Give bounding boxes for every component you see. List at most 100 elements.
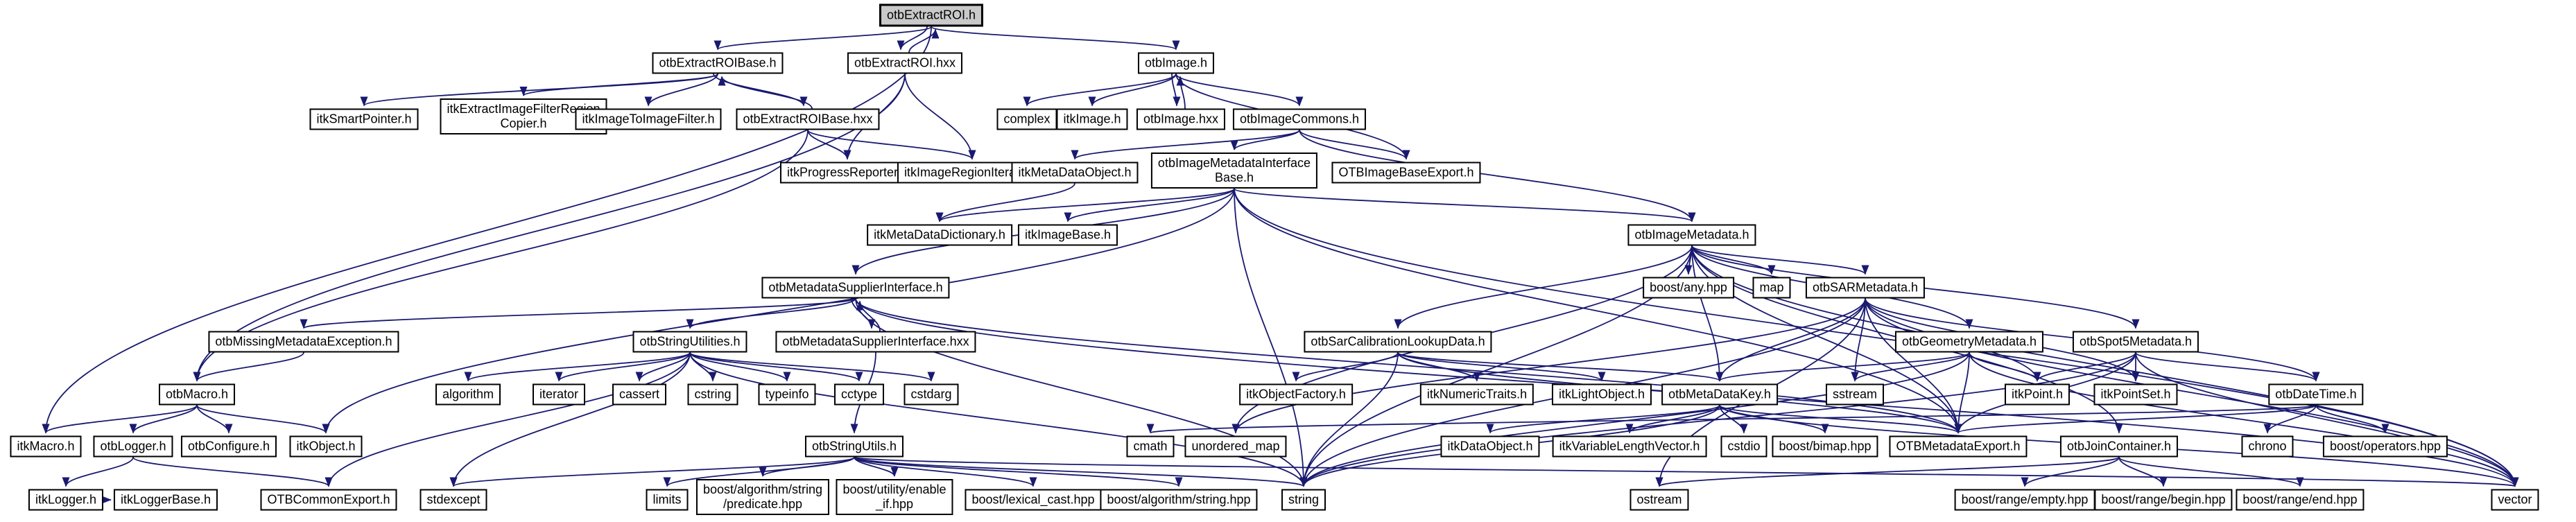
graph-node-itk-logger-h[interactable]: itkLogger.h: [28, 489, 104, 511]
include-edge-otb-spot5-metadata-h--vector: [2135, 352, 2519, 487]
graph-node-otb-spot5-metadata-h[interactable]: otbSpot5Metadata.h: [2072, 331, 2199, 353]
include-edge-otb-sar-calibration-lookup-data-h--itk-object-factory-h: [1292, 352, 1399, 382]
graph-node-otb-extract-roi-base-h[interactable]: otbExtractROIBase.h: [652, 52, 784, 74]
include-edge-otb-macro-h--otb-logger-h: [129, 405, 198, 434]
graph-node-otb-image-metadata-h[interactable]: otbImageMetadata.h: [1627, 224, 1756, 246]
graph-node-otb-date-time-h[interactable]: otbDateTime.h: [2268, 383, 2364, 406]
include-edge-otb-extract-roi-h--otb-image-h: [931, 26, 1180, 51]
graph-node-otb-image-commons-h[interactable]: otbImageCommons.h: [1232, 108, 1367, 130]
graph-node-itk-numeric-traits-h[interactable]: itkNumericTraits.h: [1419, 383, 1535, 406]
graph-node-boost-utility-enable-if-hpp: boost/utility/enable _if.hpp: [836, 479, 953, 515]
graph-node-itk-image-base-h[interactable]: itkImageBase.h: [1017, 224, 1118, 246]
graph-node-iterator: iterator: [532, 383, 586, 406]
graph-node-otb-image-metadata-interface-base-h[interactable]: otbImageMetadataInterface Base.h: [1150, 153, 1318, 189]
graph-node-itk-point-set-h[interactable]: itkPointSet.h: [2093, 383, 2178, 406]
include-edge-otb-string-utils-h--boost-algorithm-string-hpp: [854, 456, 1183, 487]
graph-node-boost-algorithm-string-hpp: boost/algorithm/string.hpp: [1100, 489, 1258, 511]
graph-node-boost-range-end-hpp: boost/range/end.hpp: [2236, 489, 2365, 511]
graph-node-otb-image-h[interactable]: otbImage.h: [1137, 52, 1215, 74]
graph-node-otb-extract-roi-h[interactable]: otbExtractROI.h: [879, 3, 984, 27]
include-edge-itk-meta-data-object-h--itk-meta-data-dictionary-h: [935, 183, 1075, 223]
include-edge-otb-geometry-metadata-h--vector: [1969, 352, 2519, 487]
include-edge-otb-string-utilities-h--stdexcept: [449, 352, 691, 487]
include-edge-otb-image-metadata-h--map: [1691, 245, 1776, 275]
graph-node-itk-macro-h[interactable]: itkMacro.h: [10, 435, 82, 458]
graph-node-otb-macro-h[interactable]: otbMacro.h: [158, 383, 236, 406]
graph-node-ostream: ostream: [1630, 489, 1689, 511]
graph-node-otb-sar-calibration-lookup-data-h[interactable]: otbSarCalibrationLookupData.h: [1304, 331, 1492, 353]
include-edge-otb-image-metadata-h--otb-sar-calibration-lookup-data-h: [1394, 245, 1693, 329]
include-edge-otb-date-time-h--chrono: [2263, 405, 2317, 434]
graph-node-otb-missing-metadata-exception-h[interactable]: otbMissingMetadataException.h: [208, 331, 399, 353]
graph-node-itk-variable-length-vector-h[interactable]: itkVariableLengthVector.h: [1552, 435, 1707, 458]
graph-node-itk-image-to-image-filter-h[interactable]: itkImageToImageFilter.h: [575, 108, 722, 130]
graph-node-itk-point-h[interactable]: itkPoint.h: [2004, 383, 2071, 406]
graph-node-itk-light-object-h[interactable]: itkLightObject.h: [1551, 383, 1652, 406]
include-edge-otb-string-utils-h--vector: [854, 456, 2518, 487]
graph-node-itk-meta-data-object-h[interactable]: itkMetaDataObject.h: [1011, 162, 1139, 184]
graph-node-otb-configure-h[interactable]: otbConfigure.h: [180, 435, 277, 458]
include-edge-otb-extract-roi-h--otb-extract-roi-base-h: [714, 26, 932, 51]
graph-node-otb-image-hxx[interactable]: otbImage.hxx: [1136, 108, 1226, 130]
graph-node-otb-common-export-h[interactable]: OTBCommonExport.h: [260, 489, 397, 511]
graph-node-boost-bimap-hpp: boost/bimap.hpp: [1772, 435, 1878, 458]
graph-node-itk-smart-pointer-h[interactable]: itkSmartPointer.h: [309, 108, 419, 130]
include-edge-otb-date-time-h--otb-metadata-export-h: [1954, 404, 2317, 434]
include-edge-otb-spot5-metadata-h--otb-date-time-h: [2135, 351, 2320, 382]
graph-node-sstream: sstream: [1825, 383, 1885, 406]
include-edge-otb-image-metadata-interface-base-h--string: [1234, 188, 1308, 487]
graph-node-cstdio: cstdio: [1720, 435, 1767, 458]
include-edge-otb-string-utils-h--string: [854, 456, 1307, 487]
graph-node-otb-logger-h[interactable]: otbLogger.h: [93, 435, 173, 458]
graph-node-otb-extract-roi-hxx[interactable]: otbExtractROI.hxx: [847, 52, 963, 74]
include-edge-otb-geometry-metadata-h--string: [1299, 352, 1970, 487]
graph-node-itk-meta-data-dictionary-h[interactable]: itkMetaDataDictionary.h: [867, 224, 1012, 246]
graph-node-itk-object-h[interactable]: itkObject.h: [289, 435, 363, 458]
graph-node-otb-geometry-metadata-h[interactable]: otbGeometryMetadata.h: [1894, 331, 2044, 353]
include-edge-otb-string-utils-h--boost-lexical-cast-hpp: [854, 456, 1037, 487]
include-edge-otb-image-metadata-interface-base-h--otb-metadata-export-h: [1234, 188, 1962, 434]
include-edge-otb-image-metadata-interface-base-h--otb-image-metadata-h: [1234, 188, 1696, 223]
graph-node-itk-object-factory-h[interactable]: itkObjectFactory.h: [1239, 383, 1353, 406]
graph-node-otb-metadata-supplier-interface-h[interactable]: otbMetadataSupplierInterface.h: [761, 277, 950, 299]
graph-node-otb-sar-metadata-h[interactable]: otbSARMetadata.h: [1805, 277, 1926, 299]
graph-node-otb-string-utils-h[interactable]: otbStringUtils.h: [804, 435, 904, 458]
include-edge-otb-sar-metadata-h--otb-metadata-export-h: [1865, 298, 1962, 434]
include-edge-otb-string-utilities-h--algorithm: [464, 351, 691, 382]
include-edge-otb-string-utilities-h--iterator: [555, 351, 691, 382]
include-edge-otb-date-time-h--cmath: [1147, 404, 2317, 434]
include-edge-otb-string-utilities-h--cassert: [635, 352, 691, 382]
include-edge-otb-geometry-metadata-h--sstream: [1851, 352, 1970, 382]
include-edge-otb-extract-roi-hxx--otb-extract-roi-h: [908, 28, 940, 53]
graph-node-otb-string-utilities-h[interactable]: otbStringUtilities.h: [632, 331, 747, 353]
graph-node-itk-data-object-h[interactable]: itkDataObject.h: [1440, 435, 1540, 458]
graph-node-otb-metadata-supplier-interface-hxx[interactable]: otbMetadataSupplierInterface.hxx: [775, 331, 976, 353]
include-edge-otb-extract-roi-base-h--otb-extract-roi-base-hxx: [713, 73, 808, 107]
include-edge-otb-sar-metadata-h--sstream: [1851, 298, 1866, 382]
graph-node-itk-image-h[interactable]: itkImage.h: [1056, 108, 1128, 130]
graph-node-otb-meta-data-key-h[interactable]: otbMetaDataKey.h: [1661, 383, 1778, 406]
include-edge-otb-sar-calibration-lookup-data-h--string: [1299, 352, 1399, 487]
graph-node-itk-logger-base-h[interactable]: itkLoggerBase.h: [113, 489, 218, 511]
graph-node-stdexcept: stdexcept: [420, 489, 487, 511]
graph-node-boost-operators-hpp: boost/operators.hpp: [2322, 435, 2448, 458]
graph-node-otb-metadata-export-h[interactable]: OTBMetadataExport.h: [1889, 435, 2028, 458]
graph-node-itk-progress-reporter-h[interactable]: itkProgressReporter.h: [779, 162, 915, 184]
include-edge-otb-sar-metadata-h--unordered-map: [1231, 298, 1866, 434]
include-edge-otb-extract-roi-base-hxx--itk-image-region-iterator-h: [807, 129, 976, 160]
include-edge-otb-string-utilities-h--cstdarg: [689, 351, 935, 382]
include-edge-otb-extract-roi-base-h--itk-extract-image-filter-region-copier-h: [519, 73, 718, 96]
graph-node-cassert: cassert: [612, 383, 667, 406]
graph-node-otb-extract-roi-base-hxx[interactable]: otbExtractROIBase.hxx: [736, 108, 880, 130]
include-edge-otb-image-metadata-h--otb-sar-metadata-h: [1691, 245, 1869, 275]
include-edge-otb-missing-metadata-exception-h--otb-macro-h: [193, 352, 304, 382]
graph-node-otb-image-base-export-h[interactable]: OTBImageBaseExport.h: [1331, 162, 1481, 184]
include-edge-otb-image-commons-h--otb-image-metadata-h: [1299, 130, 1696, 223]
graph-node-string: string: [1281, 489, 1326, 511]
graph-node-chrono: chrono: [2241, 435, 2294, 458]
include-edge-otb-image-h--otb-image-hxx: [1171, 73, 1181, 107]
include-edge-otb-metadata-supplier-interface-h--otb-metadata-export-h: [855, 298, 1962, 434]
include-edge-otb-sar-calibration-lookup-data-h--itk-light-object-h: [1397, 351, 1606, 382]
graph-node-otb-join-container-h[interactable]: otbJoinContainer.h: [2059, 435, 2179, 458]
